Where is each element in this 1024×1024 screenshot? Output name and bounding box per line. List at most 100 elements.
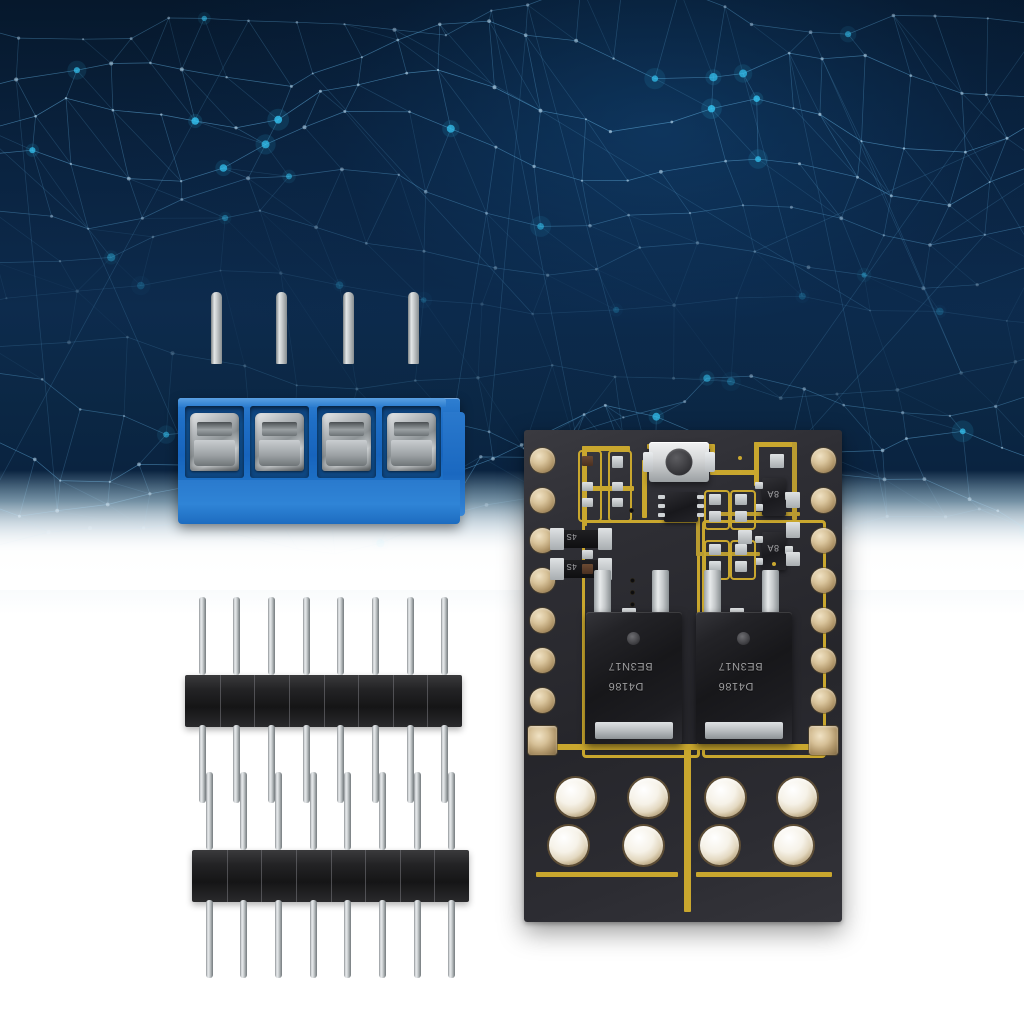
mosfet-right-logo-icon xyxy=(737,632,750,645)
ic-leg-6 xyxy=(697,504,704,508)
terminal-clamp-4 xyxy=(387,413,436,471)
trace-right-edge xyxy=(792,442,797,520)
pin-header-bottom-segment-2 xyxy=(261,850,263,902)
mosfet-right-leg-1 xyxy=(704,570,721,614)
pin-header-bottom-segment-6 xyxy=(399,850,401,902)
via-1 xyxy=(629,508,634,513)
large-pad-1a xyxy=(556,778,595,817)
pad-left-7 xyxy=(530,688,555,713)
pad-right-2 xyxy=(811,488,836,513)
pad-right-6 xyxy=(811,648,836,673)
large-pad-3a xyxy=(706,778,745,817)
tactile-button-leg-left xyxy=(643,452,653,472)
pad-left-1 xyxy=(530,448,555,473)
trace-bottom-right xyxy=(696,872,832,877)
pin-header-top-segment-3 xyxy=(288,675,290,727)
mosfet-left-via-2 xyxy=(630,590,635,595)
resistor-c1 xyxy=(582,550,593,559)
via-dot-1 xyxy=(738,456,742,460)
driver-ic xyxy=(658,492,704,522)
pin-header-top-pin-top-3 xyxy=(268,597,276,675)
smd-f1 xyxy=(709,544,721,555)
trace-center-vertical xyxy=(642,460,647,518)
resistor-c2 xyxy=(582,564,593,574)
pad-outline-a xyxy=(578,450,602,522)
pin-header-bottom xyxy=(192,772,469,978)
pad-outline-b xyxy=(608,450,632,522)
resistor-a3 xyxy=(582,498,593,507)
mosfet-left-via-1 xyxy=(630,578,635,583)
pin-header-top-pin-bottom-3 xyxy=(268,725,276,803)
tactile-button[interactable] xyxy=(643,442,715,482)
resistor-b1 xyxy=(612,456,623,468)
resistor-a1 xyxy=(582,456,593,466)
smd-d2 xyxy=(709,511,721,522)
pin-header-bottom-pin-top-3 xyxy=(275,772,283,850)
terminal-clamp-1 xyxy=(190,413,239,471)
pin-header-top-pin-bottom-8 xyxy=(441,725,449,803)
pin-header-bottom-pin-bottom-5 xyxy=(344,900,352,978)
terminal-cell-1 xyxy=(185,406,244,478)
resistor-b3 xyxy=(612,498,623,507)
transistor-lower-marking: 8A xyxy=(767,543,780,553)
smd-g2 xyxy=(735,561,747,572)
smd-g1 xyxy=(735,544,747,555)
via-dot-3 xyxy=(772,562,776,566)
smd-f2 xyxy=(709,561,721,572)
large-pad-3b xyxy=(700,826,739,865)
trace-ic-feed xyxy=(710,470,756,475)
transistor-lower-leg-2 xyxy=(755,558,763,565)
mosfet-left-logo-icon xyxy=(627,632,640,645)
smd-e1 xyxy=(735,494,747,505)
smd-h6 xyxy=(738,530,752,544)
pin-header-bottom-pin-top-5 xyxy=(344,772,352,850)
pin-header-top-segment-4 xyxy=(323,675,325,727)
pin-header-bottom-pin-bottom-4 xyxy=(309,900,317,978)
pin-header-top-body xyxy=(185,675,462,727)
mosfet-left-leg-2 xyxy=(652,570,669,614)
pad-left-2 xyxy=(530,488,555,513)
pin-header-top-pin-bottom-5 xyxy=(337,725,345,803)
terminal-pin-3 xyxy=(343,292,354,364)
pin-header-top-pin-bottom-4 xyxy=(302,725,310,803)
trace-right-top xyxy=(754,442,796,447)
pin-header-top-pin-bottom-1 xyxy=(198,725,206,803)
smd-h3 xyxy=(786,522,800,538)
pin-header-top-segment-6 xyxy=(392,675,394,727)
terminal-clamp-3 xyxy=(322,413,371,471)
smd-upper-end-left xyxy=(550,528,564,550)
pad-left-8 xyxy=(528,726,557,755)
pad-outline-e xyxy=(730,490,756,530)
transistor-lower-leg-1 xyxy=(755,536,763,543)
pin-header-top-pin-top-7 xyxy=(406,597,414,675)
pad-right-4 xyxy=(811,568,836,593)
pin-header-top-pin-top-6 xyxy=(371,597,379,675)
tactile-button-cap[interactable] xyxy=(665,448,693,476)
screw-terminal-block xyxy=(175,292,471,540)
large-pad-1b xyxy=(549,826,588,865)
pin-header-bottom-pin-bottom-8 xyxy=(448,900,456,978)
pin-header-bottom-segment-7 xyxy=(434,850,436,902)
pin-header-top-segment-7 xyxy=(427,675,429,727)
mosfet-left-tab xyxy=(595,722,673,739)
ic-leg-7 xyxy=(697,513,704,517)
resistor-b2 xyxy=(612,482,623,491)
ic-leg-3 xyxy=(658,513,665,517)
pcb-module: 8A 8A 4S 4S xyxy=(524,430,842,922)
pad-right-8 xyxy=(809,726,838,755)
mosfet-left: BE3N17 D4186 xyxy=(586,612,682,744)
terminal-clamp-2 xyxy=(255,413,304,471)
mosfet-right: BE3N17 D4186 xyxy=(696,612,792,744)
pin-header-bottom-segment-1 xyxy=(226,850,228,902)
terminal-top-ledge xyxy=(178,398,446,407)
pin-header-top-pin-bottom-2 xyxy=(233,725,241,803)
mosfet-left-marking-line2: D4186 xyxy=(608,680,644,692)
mosfet-right-marking-line1: BE3N17 xyxy=(718,660,763,672)
smd-upper-end-right xyxy=(598,528,612,550)
mosfet-left-leg-1 xyxy=(594,570,611,614)
pad-right-7 xyxy=(811,688,836,713)
smd-h4 xyxy=(786,552,800,566)
pad-right-1 xyxy=(811,448,836,473)
smd-d1 xyxy=(709,494,721,505)
